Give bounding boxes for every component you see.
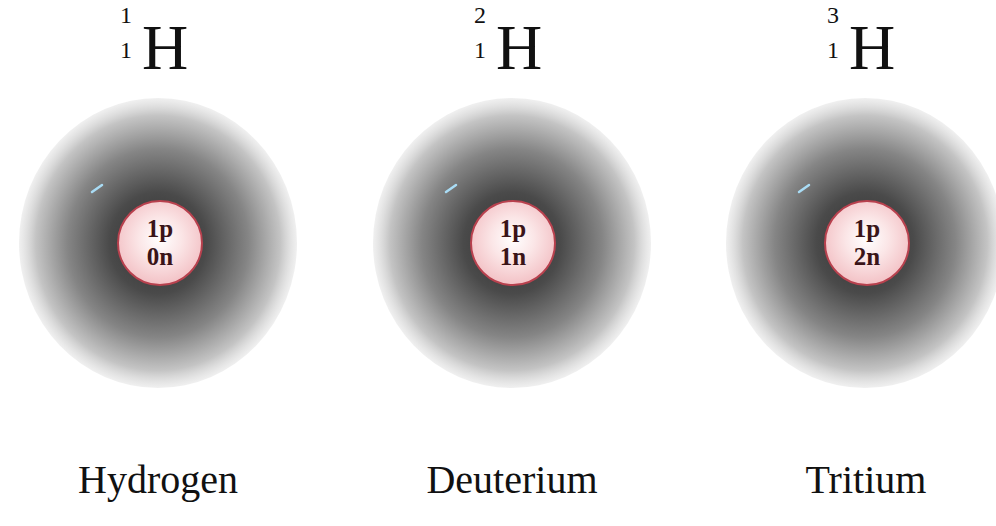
particle-count: 0n bbox=[147, 243, 173, 271]
atomic-number: 1 bbox=[474, 38, 486, 62]
particle-count: 1p bbox=[147, 215, 173, 243]
electron bbox=[799, 185, 809, 192]
particle-count: 1p bbox=[854, 215, 880, 243]
element-symbol: H bbox=[142, 16, 188, 80]
electron bbox=[446, 185, 456, 192]
nucleus-circle: 1p0n bbox=[117, 200, 203, 286]
nucleus-circle: 1p1n bbox=[470, 200, 556, 286]
atomic-number: 1 bbox=[827, 38, 839, 62]
nucleus-circle: 1p2n bbox=[824, 200, 910, 286]
element-symbol: H bbox=[849, 16, 895, 80]
electron bbox=[92, 185, 102, 192]
particle-count: 1p bbox=[500, 215, 526, 243]
electron-cloud bbox=[726, 98, 996, 388]
particle-count: 1n bbox=[500, 243, 526, 271]
mass-number: 1 bbox=[120, 3, 132, 27]
isotope-name: Hydrogen bbox=[78, 460, 238, 500]
particle-count: 2n bbox=[854, 243, 880, 271]
electron-cloud bbox=[19, 98, 297, 388]
mass-number: 2 bbox=[474, 3, 486, 27]
electron-cloud bbox=[373, 98, 651, 388]
isotope-name: Deuterium bbox=[426, 460, 597, 500]
mass-number: 3 bbox=[827, 3, 839, 27]
element-symbol: H bbox=[496, 16, 542, 80]
isotope-name: Tritium bbox=[806, 460, 927, 500]
atomic-number: 1 bbox=[120, 38, 132, 62]
